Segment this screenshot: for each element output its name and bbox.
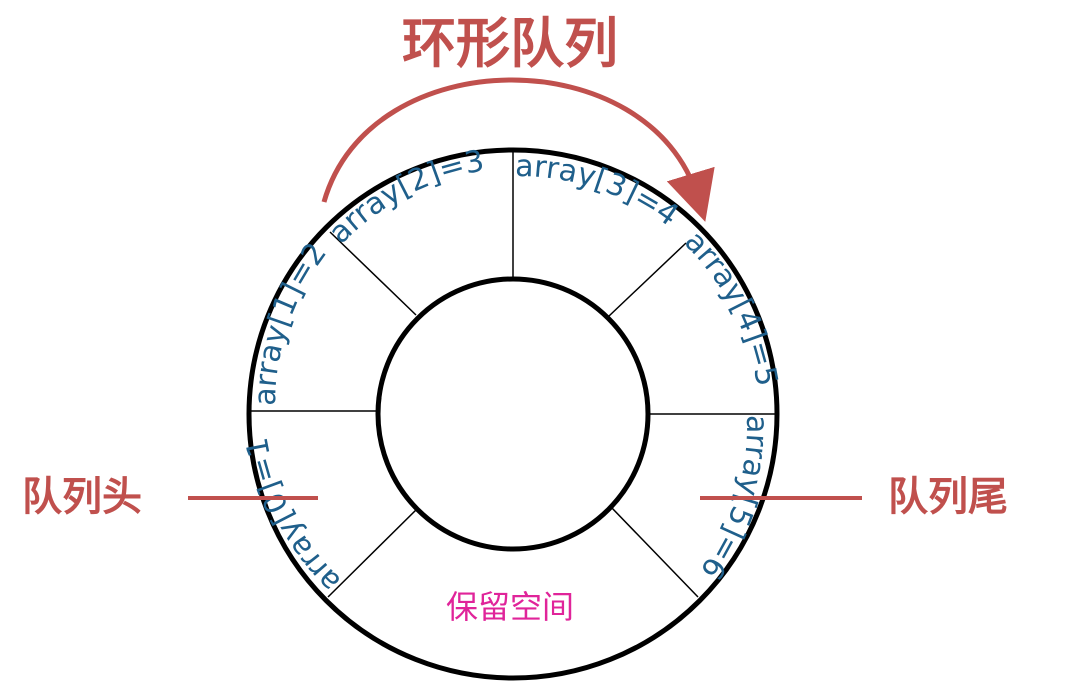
slot-label-1-text: array[1]=2 [248, 236, 334, 406]
slot-label-2-text: array[2]=3 [322, 144, 487, 251]
slot-label-3: array[3]=4 [515, 149, 685, 234]
divider-lower-left [327, 507, 419, 598]
queue-tail-label: 队列尾 [888, 474, 1008, 520]
divider-upper-left [329, 231, 417, 316]
slot-label-1: array[1]=2 [248, 236, 334, 406]
slot-label-0-text: array[0]=1 [240, 435, 348, 600]
diagram-title: 环形队列 [402, 12, 618, 75]
inner-circle [375, 276, 651, 552]
slot-label-4: array[4]=5 [677, 224, 784, 389]
reserved-space-label: 保留空间 [446, 588, 574, 626]
divider-lower-right [610, 506, 699, 598]
slot-label-3-text: array[3]=4 [515, 149, 685, 234]
queue-head-label: 队列头 [22, 474, 142, 520]
slot-label-2: array[2]=3 [322, 144, 487, 251]
slot-label-0: array[0]=1 [240, 435, 348, 600]
divider-upper-right [608, 242, 687, 317]
slot-label-4-text: array[4]=5 [677, 224, 784, 389]
direction-arrow [321, 77, 715, 222]
slot-dividers [249, 150, 777, 598]
